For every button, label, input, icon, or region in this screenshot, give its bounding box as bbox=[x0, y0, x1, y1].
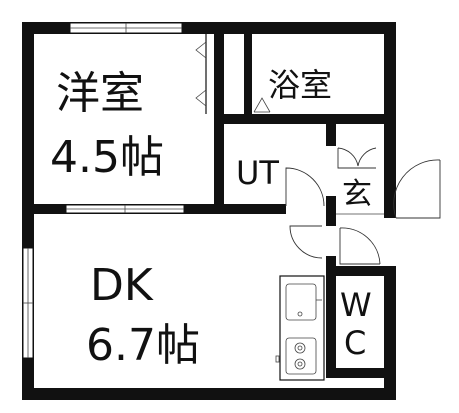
closet bbox=[195, 34, 207, 114]
wc-label-top: W bbox=[340, 286, 372, 324]
entrance-name: 玄 bbox=[342, 177, 372, 212]
dk-room-size: 6.7帖 bbox=[86, 320, 200, 371]
wc-label-bottom: C bbox=[344, 324, 366, 362]
doors bbox=[285, 147, 441, 265]
stove-icon bbox=[285, 337, 317, 375]
dk-room-name: DK bbox=[90, 260, 154, 311]
kitchen bbox=[275, 275, 325, 381]
sink-icon bbox=[285, 283, 317, 321]
windows bbox=[22, 22, 185, 359]
western-room-size: 4.5帖 bbox=[50, 132, 164, 183]
western-room-name: 洋室 bbox=[56, 68, 144, 119]
bath-door bbox=[253, 97, 271, 113]
bath-room-name: 浴室 bbox=[268, 66, 332, 104]
utility-room-name: UT bbox=[236, 154, 279, 192]
